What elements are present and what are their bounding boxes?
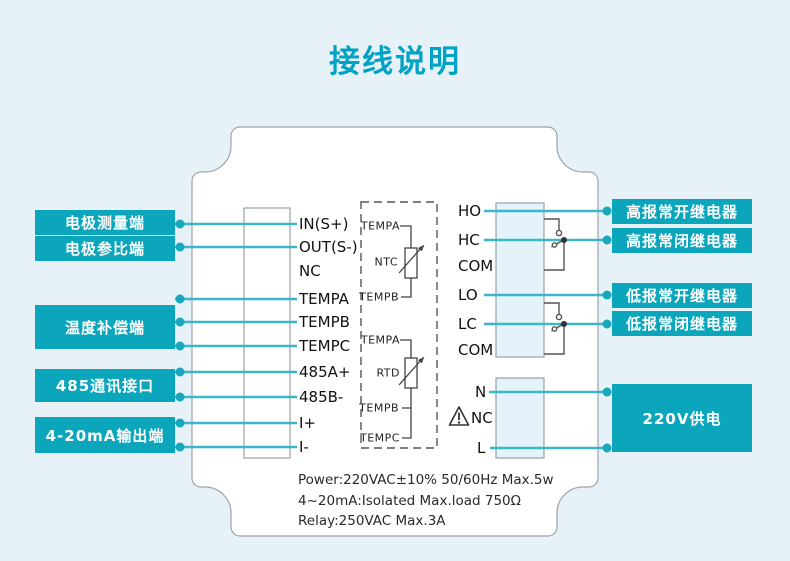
terminal-com-high: COM xyxy=(458,257,494,275)
label-low-alarm-nc-relay: 低报常闭继电器 xyxy=(612,311,752,336)
terminal-tempa: TEMPA xyxy=(299,290,349,308)
terminal-485b: 485B- xyxy=(299,388,344,406)
power-terminal-block xyxy=(495,377,545,459)
rtd-top-label: TEMPA xyxy=(360,333,400,347)
terminal-com-low: COM xyxy=(458,341,494,359)
terminal-tempc: TEMPC xyxy=(299,337,351,355)
high-alarm-relay-contact xyxy=(544,218,567,271)
ntc-symbol xyxy=(398,225,425,298)
spec-power: Power:220VAC±10% 50/60Hz Max.5w xyxy=(298,472,554,488)
terminal-tempb: TEMPB xyxy=(299,313,350,331)
label-high-alarm-no-relay: 高报常开继电器 xyxy=(612,199,752,224)
relay-terminal-block xyxy=(495,202,545,358)
terminal-n: N xyxy=(475,383,487,401)
sensor-dashed-box xyxy=(360,201,438,449)
low-alarm-relay-contact xyxy=(544,302,567,355)
right-connection-wires xyxy=(484,209,609,450)
terminal-i-minus: I- xyxy=(299,438,309,456)
left-connection-wires xyxy=(175,222,297,449)
label-temp-compensation: 温度补偿端 xyxy=(35,305,175,349)
ntc-name-label: NTC xyxy=(374,255,398,269)
spec-output: 4~20mA:Isolated Max.load 750Ω xyxy=(298,492,521,509)
terminal-power-nc: NC xyxy=(471,409,493,427)
terminal-lo: LO xyxy=(458,286,478,304)
terminal-out-s-minus: OUT(S-) xyxy=(299,238,358,256)
spec-relay: Relay:250VAC Max.3A xyxy=(298,513,446,529)
terminal-485a: 485A+ xyxy=(299,363,351,381)
rtd-bottom-label: TEMPC xyxy=(360,431,400,445)
terminal-i-plus: I+ xyxy=(299,414,316,432)
right-connection-dots xyxy=(602,206,612,453)
terminal-ho: HO xyxy=(458,202,482,220)
signal-terminal-strip xyxy=(243,207,291,459)
rtd-mid-label: TEMPB xyxy=(359,401,399,415)
label-220v-power: 220V供电 xyxy=(612,384,752,452)
terminal-nc: NC xyxy=(299,262,321,280)
rtd-name-label: RTD xyxy=(376,366,400,380)
terminal-hc: HC xyxy=(458,231,480,249)
label-high-alarm-nc-relay: 高报常闭继电器 xyxy=(612,228,752,253)
terminal-in-s-plus: IN(S+) xyxy=(299,215,349,233)
terminal-l: L xyxy=(477,439,486,457)
ntc-bottom-label: TEMPB xyxy=(359,290,399,304)
label-electrode-measure: 电极测量端 xyxy=(35,210,175,235)
label-420ma-output: 4-20mA输出端 xyxy=(35,417,175,453)
rtd-symbol xyxy=(398,339,425,439)
label-electrode-reference: 电极参比端 xyxy=(35,236,175,261)
ntc-top-label: TEMPA xyxy=(360,219,400,233)
terminal-lc: LC xyxy=(458,315,477,333)
spec-text: Power:220VAC±10% 50/60Hz Max.5w 4~20mA:I… xyxy=(298,470,554,532)
label-low-alarm-no-relay: 低报常开继电器 xyxy=(612,283,752,308)
page-title: 接线说明 xyxy=(329,44,461,80)
warning-icon xyxy=(448,406,470,426)
left-connection-dots xyxy=(175,219,185,452)
label-485-interface: 485通讯接口 xyxy=(35,369,175,402)
